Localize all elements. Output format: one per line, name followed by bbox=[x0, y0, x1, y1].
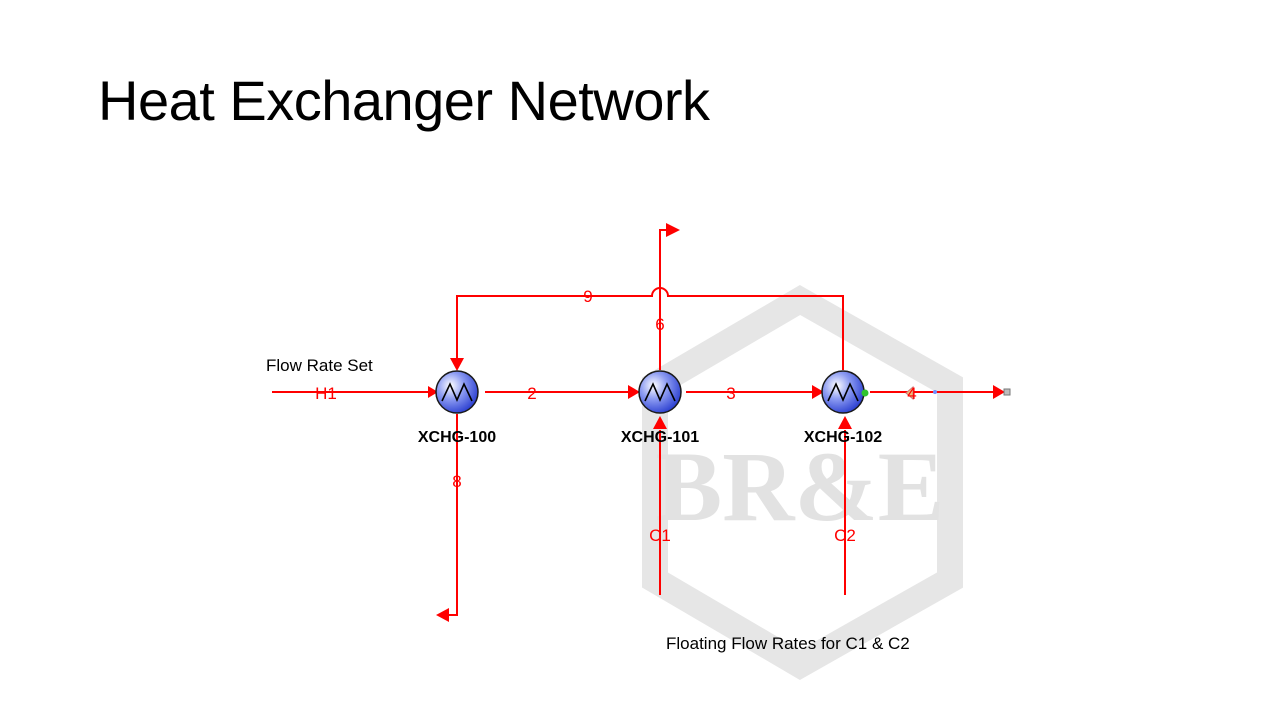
stream-8-line[interactable] bbox=[447, 414, 458, 616]
connection-dot bbox=[861, 389, 869, 397]
unit-label-xchg-100: XCHG-100 bbox=[418, 429, 496, 446]
connection-dot bbox=[933, 390, 937, 394]
stream-label-h1: H1 bbox=[315, 384, 337, 403]
unit-label-xchg-102: XCHG-102 bbox=[804, 429, 882, 446]
stream-label-8: 8 bbox=[452, 472, 461, 491]
tag-marker-icon bbox=[905, 385, 914, 401]
stream-arrows bbox=[428, 223, 1005, 622]
stream-label-6: 6 bbox=[655, 315, 664, 334]
stream-label-c1: C1 bbox=[649, 526, 671, 545]
exchanger-xchg-101[interactable] bbox=[638, 370, 682, 414]
stream-label-4: 4 bbox=[907, 384, 916, 403]
heat-exchanger-icon bbox=[638, 370, 682, 414]
arrow-6-icon bbox=[666, 223, 680, 237]
unit-label-xchg-101: XCHG-101 bbox=[621, 429, 699, 446]
heat-exchanger-icon bbox=[821, 370, 865, 414]
watermark-text: BR&E bbox=[656, 431, 945, 542]
watermark-logo: BR&E bbox=[642, 284, 963, 681]
stream-label-2: 2 bbox=[527, 384, 536, 403]
stream-lines bbox=[272, 229, 995, 616]
exchanger-xchg-100[interactable] bbox=[435, 370, 479, 414]
floating-flow-rates-note: Floating Flow Rates for C1 & C2 bbox=[666, 634, 910, 653]
slide-title: Heat Exchanger Network bbox=[98, 69, 710, 132]
arrow-8-icon bbox=[436, 608, 449, 622]
flow-rate-set-note: Flow Rate Set bbox=[266, 356, 373, 375]
arrow-c1-icon bbox=[653, 416, 667, 429]
stream-label-c2: C2 bbox=[834, 526, 856, 545]
arrow-outlet-icon bbox=[993, 385, 1005, 399]
arrow-2-icon bbox=[628, 385, 640, 399]
heat-exchanger-icon bbox=[435, 370, 479, 414]
exchanger-xchg-102[interactable] bbox=[821, 370, 865, 414]
arrow-9-icon bbox=[450, 358, 464, 371]
stream-label-3: 3 bbox=[726, 384, 735, 403]
stream-label-9: 9 bbox=[583, 287, 592, 306]
arrow-3-icon bbox=[812, 385, 824, 399]
stream-end-marker bbox=[1003, 388, 1011, 396]
stream-6-line[interactable] bbox=[659, 229, 668, 370]
arrow-h1-icon bbox=[428, 386, 438, 398]
arrow-c2-icon bbox=[838, 416, 852, 429]
